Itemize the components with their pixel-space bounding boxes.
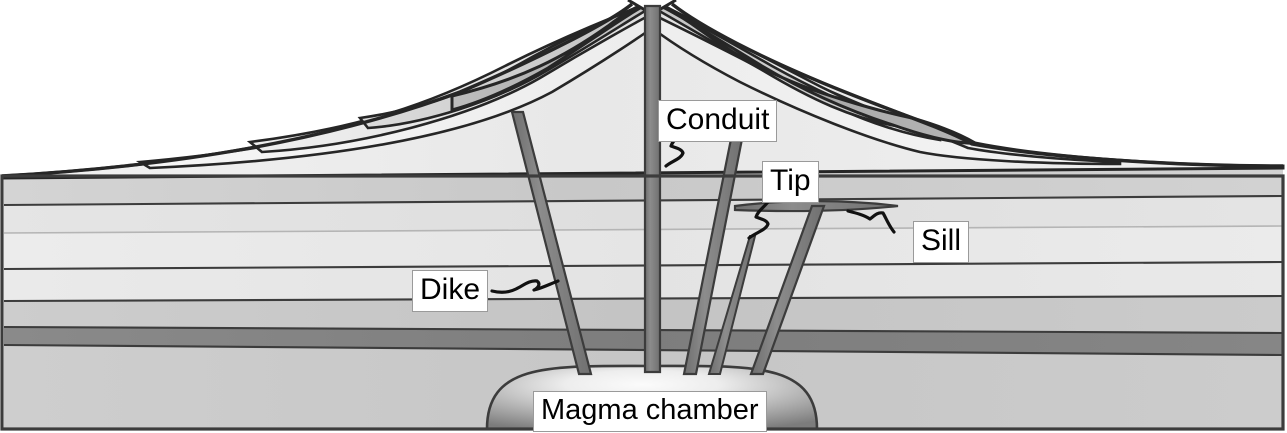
volcanic-edifice-group	[0, 0, 1285, 180]
label-sill: Sill	[913, 221, 970, 263]
label-magma-chamber: Magma chamber	[533, 391, 767, 432]
basement-layer-4	[4, 262, 1283, 301]
leader-line-sill	[846, 209, 896, 234]
basement-dark-band	[4, 327, 1283, 355]
basement-layer-5	[4, 296, 1283, 333]
edifice-outline	[1, 2, 1284, 178]
leader-line-tip	[747, 200, 770, 240]
basement-layer-boundaries	[3, 194, 1284, 357]
label-tip: Tip	[762, 161, 819, 203]
right-dike-outer	[749, 204, 826, 376]
label-conduit: Conduit	[658, 100, 778, 142]
leader-line-dike	[490, 279, 560, 294]
basement-faint-boundaries	[3, 225, 1284, 234]
label-dike: Dike	[412, 270, 489, 312]
central-conduit	[643, 4, 662, 374]
